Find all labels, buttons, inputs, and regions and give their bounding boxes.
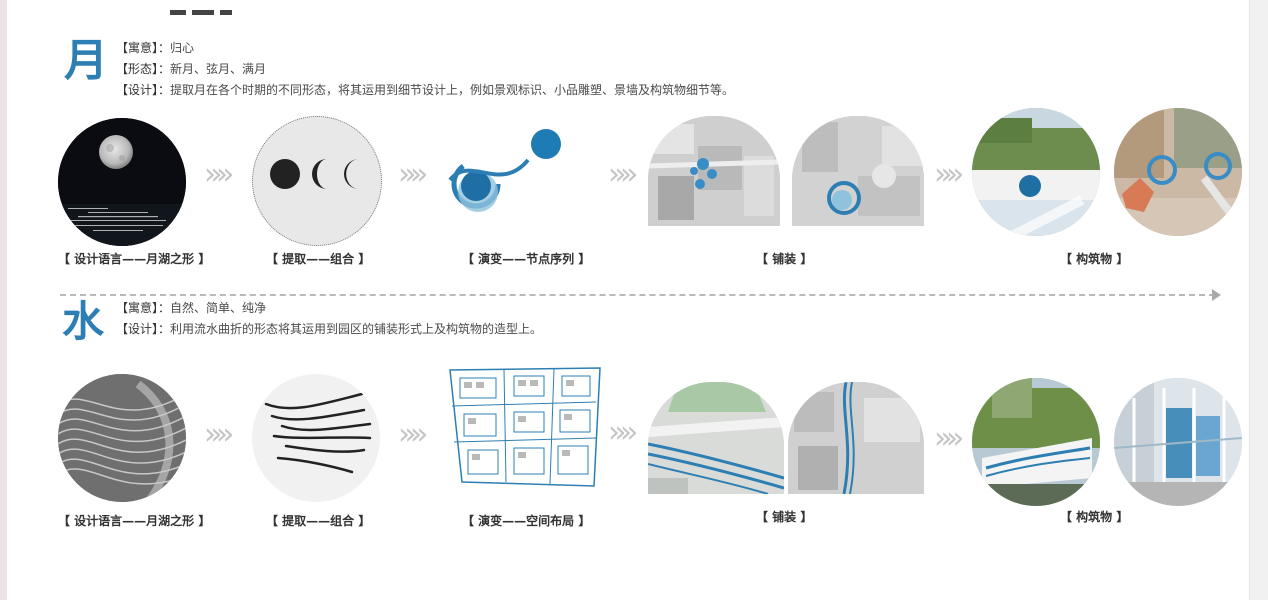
water-chevron-4b: » [946, 421, 965, 456]
water-caption-5: 【 构筑物 】 [1060, 510, 1129, 524]
water-caption-3: 【 演变——空间布局 】 [462, 514, 591, 528]
moon-structure-photo-1 [972, 108, 1100, 236]
moon-chevron-3b: » [620, 157, 639, 192]
moon-caption-1: 【 设计语言——月湖之形 】 [58, 252, 211, 266]
moon-chevron-4: » [934, 157, 953, 192]
moon-form-value: 新月、弦月、满月 [170, 62, 267, 76]
section-divider [60, 294, 1215, 296]
moon-meaning: 【寓意】：归心 [116, 40, 194, 57]
water-meaning-label: 【寓意】： [116, 301, 171, 315]
moon-phases-circle [252, 116, 382, 246]
right-scrollbar[interactable] [1249, 0, 1268, 600]
left-edge [0, 0, 7, 600]
water-structure-photo-2 [1114, 378, 1242, 506]
water-chevron-4: » [934, 421, 953, 456]
moon-design-label: 【设计】： [116, 83, 171, 97]
water-chevron-2: » [398, 417, 417, 452]
moon-photo [58, 118, 186, 246]
water-chevron-1b: » [216, 417, 235, 452]
water-design-label: 【设计】： [116, 322, 171, 336]
moon-structure-photo-2 [1114, 108, 1242, 236]
water-ripple-photo [58, 374, 186, 502]
moon-chevron-1: » [204, 157, 223, 192]
water-caption-4: 【 铺装 】 [756, 510, 813, 524]
water-chevron-3b: » [620, 415, 639, 450]
moon-caption-4: 【 铺装 】 [756, 252, 813, 266]
water-design: 【设计】：利用流水曲折的形态将其运用到园区的铺装形式上及构筑物的造型上。 [116, 321, 542, 338]
water-chevron-1: » [204, 417, 223, 452]
moon-paving-plan-2 [792, 116, 924, 226]
moon-chevron-3: » [608, 157, 627, 192]
moon-chevron-2: » [398, 157, 417, 192]
moon-form: 【形态】：新月、弦月、满月 [116, 61, 266, 78]
water-structure-photo-1 [972, 378, 1100, 506]
moon-caption-5: 【 构筑物 】 [1060, 252, 1129, 266]
water-paving-plan-2 [788, 382, 924, 494]
moon-design-value: 提取月在各个时期的不同形态，将其运用到细节设计上，例如景观标识、小品雕塑、景墙及… [170, 83, 735, 97]
cropped-heading [170, 0, 250, 15]
moon-meaning-value: 归心 [170, 41, 195, 55]
water-chevron-3: » [608, 415, 627, 450]
moon-paving-plan-1 [648, 116, 780, 226]
node-sequence-graphic [440, 124, 570, 224]
water-paving-plan-1 [648, 382, 784, 494]
water-lines-circle [252, 374, 380, 502]
moon-chevron-1b: » [216, 157, 235, 192]
water-meaning-value: 自然、简单、纯净 [170, 301, 267, 315]
moon-chevron-4b: » [946, 157, 965, 192]
divider-arrow-icon [1212, 289, 1221, 301]
moon-chevron-2b: » [410, 157, 429, 192]
moon-design: 【设计】：提取月在各个时期的不同形态，将其运用到细节设计上，例如景观标识、小品雕… [116, 82, 734, 99]
moon-caption-2: 【 提取——组合 】 [266, 252, 371, 266]
moon-character: 月 [64, 35, 108, 86]
moon-meaning-label: 【寓意】： [116, 41, 171, 55]
water-caption-2: 【 提取——组合 】 [266, 514, 371, 528]
water-chevron-2b: » [410, 417, 429, 452]
water-character: 水 [62, 297, 105, 346]
water-caption-1: 【 设计语言——月湖之形 】 [58, 514, 211, 528]
water-design-value: 利用流水曲折的形态将其运用到园区的铺装形式上及构筑物的造型上。 [170, 322, 543, 336]
moon-form-label: 【形态】： [116, 62, 171, 76]
water-meaning: 【寓意】：自然、简单、纯净 [116, 300, 266, 317]
moon-caption-3: 【 演变——节点序列 】 [462, 252, 591, 266]
spatial-layout-plan [444, 366, 606, 490]
